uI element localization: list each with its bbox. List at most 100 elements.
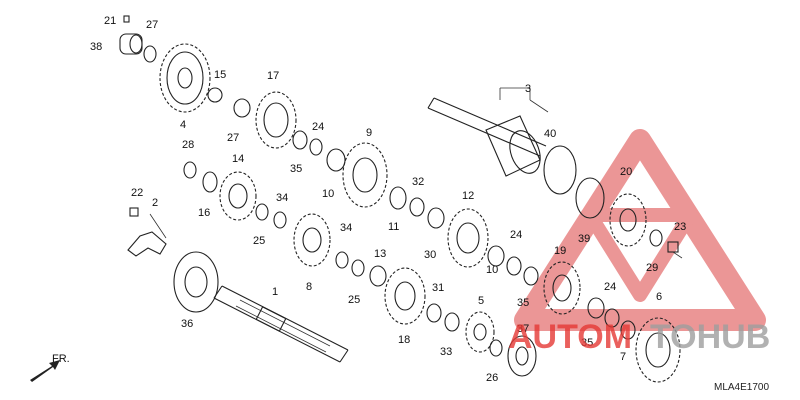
watermark-logo [514, 129, 766, 331]
pin-21 [123, 15, 130, 23]
washer-33 [444, 312, 460, 332]
washer-35-a [523, 266, 539, 286]
label-37: 37 [517, 323, 529, 335]
label-10-b: 10 [486, 264, 498, 276]
label-34-a: 34 [276, 192, 288, 204]
label-14: 14 [232, 153, 244, 165]
watermark-triangle [514, 129, 766, 331]
label-2: 2 [152, 197, 158, 209]
label-21: 21 [104, 15, 116, 27]
label-12: 12 [462, 190, 474, 202]
label-4: 4 [180, 119, 186, 131]
label-25-a: 25 [253, 235, 265, 247]
washer-25-b [351, 259, 365, 277]
direction-label: FR. [52, 353, 70, 365]
o-ring-40 [543, 145, 577, 195]
label-28: 28 [182, 139, 194, 151]
washer-25-a [255, 203, 269, 221]
callout-labels: 1 2 3 4 5 6 7 8 9 10 10 11 12 13 14 15 1… [90, 15, 686, 384]
washer-29 [649, 229, 663, 247]
label-5: 5 [478, 295, 484, 307]
label-35-a: 35 [290, 163, 302, 175]
mainshaft [427, 97, 547, 177]
washer-11 [389, 186, 407, 210]
bearing-36 [173, 251, 219, 313]
label-29: 29 [646, 262, 658, 274]
washer-28 [183, 161, 197, 179]
bushing-7 [620, 320, 636, 340]
label-38: 38 [90, 41, 102, 53]
washer-34-a [273, 211, 287, 229]
label-27-top: 27 [146, 19, 158, 31]
label-15: 15 [214, 69, 226, 81]
bushing-35 [292, 130, 308, 150]
bearing-37 [507, 335, 537, 377]
washer-24-c [587, 297, 605, 319]
gear-9 [342, 142, 388, 208]
label-27: 27 [227, 132, 239, 144]
label-31: 31 [432, 282, 444, 294]
label-3: 3 [525, 83, 531, 95]
watermark-text: AUTOM TOHUB [508, 318, 770, 356]
watermark-text-b: TOHUB [650, 318, 770, 356]
bolt-22 [129, 207, 139, 217]
washer-35-b [604, 308, 620, 328]
sprocket-20 [609, 193, 647, 247]
bracket-2 [127, 213, 167, 257]
gear-14 [219, 171, 257, 221]
label-17: 17 [267, 70, 279, 82]
label-24-c: 24 [604, 281, 616, 293]
washer-30 [427, 207, 445, 229]
bushing-10-a [326, 148, 346, 172]
label-26: 26 [486, 372, 498, 384]
washer-24-b [506, 256, 522, 276]
gear-4 [159, 43, 211, 113]
label-20: 20 [620, 166, 632, 178]
label-40: 40 [544, 128, 556, 140]
washer-24-a [309, 138, 323, 156]
gear-8 [293, 213, 331, 267]
label-24-b: 24 [510, 229, 522, 241]
label-19: 19 [554, 245, 566, 257]
countershaft [213, 285, 349, 363]
gear-17 [255, 91, 297, 149]
plate-39 [575, 177, 605, 219]
watermark-inner-triangle [583, 208, 697, 302]
label-24-a: 24 [312, 121, 324, 133]
gear-18 [384, 267, 426, 325]
bearing-38 [119, 33, 143, 55]
label-6: 6 [656, 291, 662, 303]
label-25-b: 25 [348, 294, 360, 306]
gear-5 [465, 311, 495, 353]
bushing-16 [202, 171, 218, 193]
washer-34-b [335, 251, 349, 269]
label-18: 18 [398, 334, 410, 346]
label-8: 8 [306, 281, 312, 293]
bushing-10-b [487, 245, 505, 267]
label-35-b: 35 [517, 297, 529, 309]
label-30: 30 [424, 249, 436, 261]
label-1: 1 [272, 286, 278, 298]
washer-27-top [143, 45, 157, 63]
label-33: 33 [440, 346, 452, 358]
washer-31 [426, 303, 442, 323]
label-32: 32 [412, 176, 424, 188]
washer-32 [409, 197, 425, 217]
label-9: 9 [366, 127, 372, 139]
gear-12 [447, 208, 489, 268]
label-7: 7 [620, 351, 626, 363]
bushing-13 [369, 265, 387, 287]
washer-27 [233, 98, 251, 118]
label-16: 16 [198, 207, 210, 219]
watermark-text-a: AUTOM [508, 318, 632, 356]
label-34-b: 34 [340, 222, 352, 234]
front-direction-indicator: FR. [30, 353, 70, 382]
label-23: 23 [674, 221, 686, 233]
direction-arrow-icon [30, 360, 60, 382]
gear-6 [635, 317, 681, 383]
label-13: 13 [374, 248, 386, 260]
diagram-code: MLA4E1700 [714, 382, 769, 393]
bolt-23 [667, 241, 683, 259]
